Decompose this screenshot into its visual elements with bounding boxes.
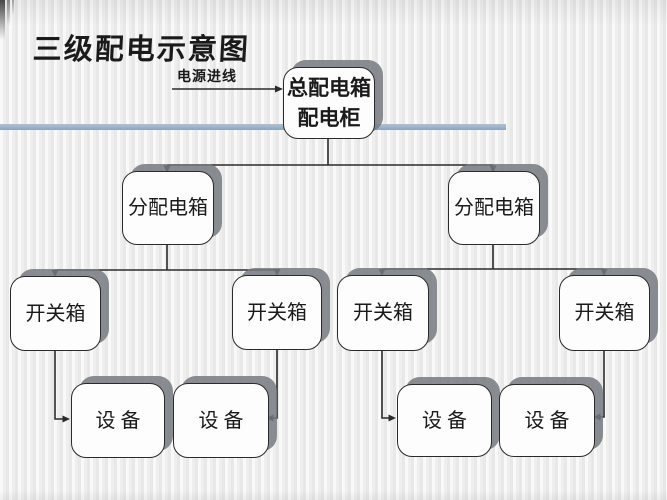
node-switch-box-4: 开关箱	[559, 275, 650, 351]
node-main-distribution-box: 总配电箱 配电柜	[283, 67, 375, 139]
node-label: 设 备	[524, 409, 570, 432]
node-label: 开关箱	[353, 302, 413, 324]
node-label: 分配电箱	[128, 197, 208, 219]
corner-streak-decoration	[7, 0, 10, 26]
connector-incoming	[172, 85, 283, 93]
node-distribution-box-2: 分配电箱	[448, 171, 540, 245]
node-label: 分配电箱	[454, 197, 534, 219]
connector-switch3-to-equipment3	[381, 349, 396, 422]
corner-streak-decoration	[12, 0, 14, 15]
connector-root-to-distribution	[163, 138, 497, 173]
node-equipment-1: 设 备	[71, 383, 165, 458]
connector-switch2-to-equipment2	[266, 349, 278, 422]
node-label: 开关箱	[247, 301, 307, 324]
connector-distribution2-to-switch	[378, 243, 608, 276]
corner-streak-decoration	[0, 0, 5, 40]
node-switch-box-1: 开关箱	[10, 276, 101, 351]
node-label: 设 备	[422, 409, 467, 432]
incoming-power-label: 电源进线	[177, 70, 237, 85]
accent-divider-line	[0, 124, 506, 130]
node-equipment-4: 设 备	[499, 384, 595, 457]
node-switch-box-2: 开关箱	[232, 275, 322, 350]
node-label: 开关箱	[25, 302, 86, 325]
node-label: 开关箱	[574, 302, 635, 324]
page-title: 三级配电示意图	[32, 34, 251, 66]
connector-switch1-to-equipment1	[54, 349, 70, 423]
node-equipment-3: 设 备	[397, 384, 492, 457]
node-label: 设 备	[198, 409, 244, 432]
node-label-line2: 配电柜	[297, 106, 361, 130]
connector-distribution1-to-switch	[51, 243, 281, 277]
node-distribution-box-1: 分配电箱	[122, 171, 214, 245]
node-label: 设 备	[95, 409, 141, 432]
node-equipment-2: 设 备	[173, 383, 269, 458]
connector-switch4-to-equipment4	[593, 349, 605, 421]
node-label-line1: 总配电箱	[287, 75, 371, 100]
node-switch-box-3: 开关箱	[337, 275, 429, 351]
